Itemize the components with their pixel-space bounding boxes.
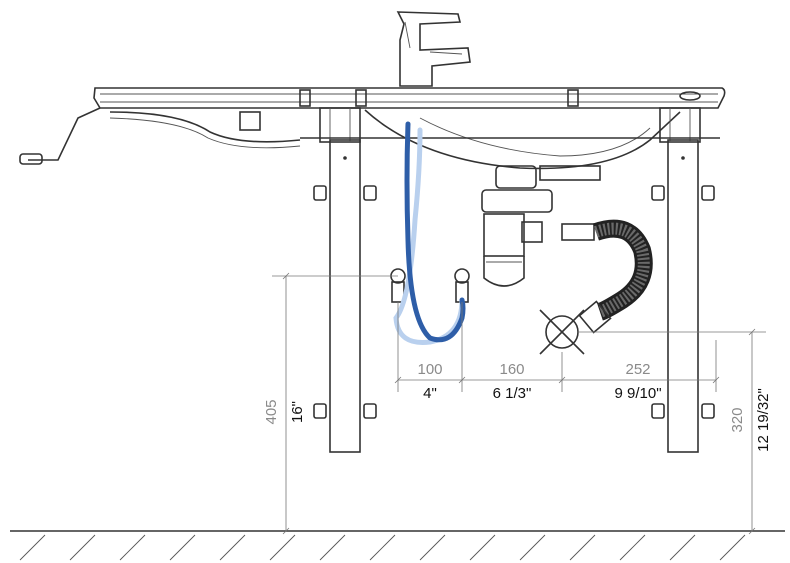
crank-handle: [19, 107, 301, 165]
basin-bowl: [364, 109, 681, 181]
horizontal-dimension-lines: [394, 302, 720, 392]
floor: [10, 530, 785, 561]
right-leg: [651, 139, 715, 453]
dimension-320-mm: 320: [729, 407, 746, 432]
left-leg: [313, 139, 377, 453]
frame-brackets: [300, 107, 720, 143]
dimension-405-mm: 405: [263, 399, 280, 424]
dimension-160-inch: 6 1/3": [493, 385, 532, 402]
drain-outlet-symbol: [539, 309, 585, 355]
dimension-100-mm: 100: [417, 361, 442, 378]
dimension-320-inch: 12 19/32": [755, 388, 772, 452]
angle-valve-right: [454, 268, 470, 303]
faucet: [396, 11, 471, 87]
hose-hot: [404, 121, 466, 343]
dimension-160-mm: 160: [499, 361, 524, 378]
vertical-dimension-405: [272, 272, 398, 535]
vertical-dimension-320: [578, 328, 766, 535]
dimension-100-inch: 4": [423, 385, 437, 402]
siphon-trap: [481, 165, 553, 287]
dimension-252-mm: 252: [625, 361, 650, 378]
drain-hose: [561, 219, 653, 334]
dimension-405-inch: 16": [289, 401, 306, 423]
dimension-252-inch: 9 9/10": [614, 385, 661, 402]
countertop: [93, 87, 726, 109]
